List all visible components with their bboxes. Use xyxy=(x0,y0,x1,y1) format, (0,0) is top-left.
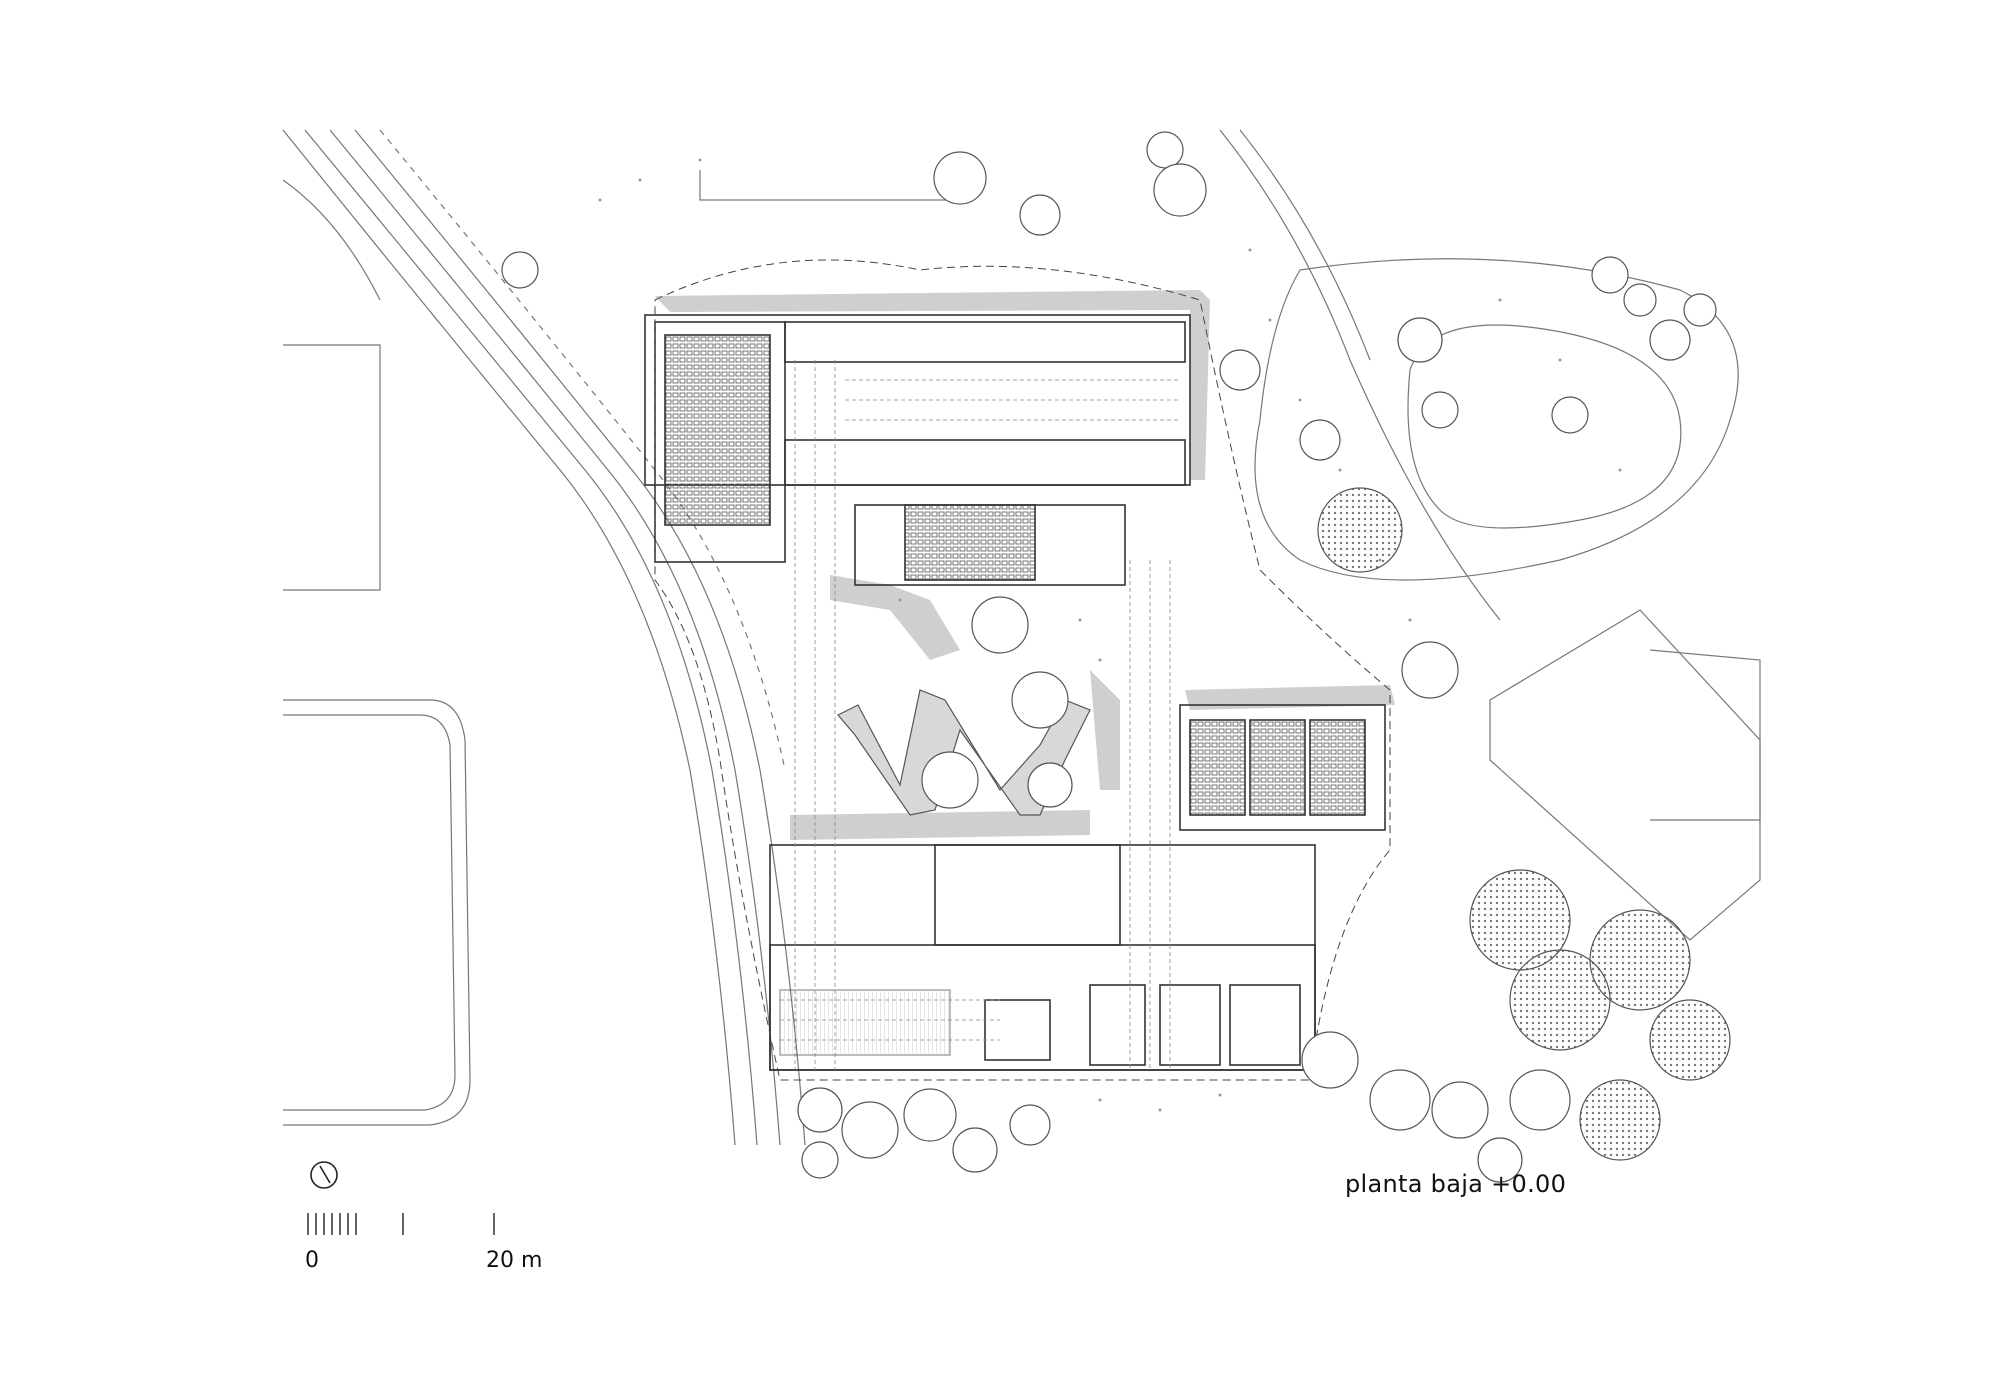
ground-texture xyxy=(598,158,1622,1112)
paving-gray xyxy=(655,290,1395,840)
building-south xyxy=(769,704,1386,1071)
drawing-title: planta baja +0.00 xyxy=(1345,1170,1567,1198)
scale-bar xyxy=(307,1213,495,1235)
scale-start-label: 0 xyxy=(305,1248,319,1273)
zigzag-ramp xyxy=(837,689,1091,816)
trees xyxy=(501,131,1731,1183)
site-boundary xyxy=(654,259,1391,1081)
building-north xyxy=(644,314,1191,586)
structural-grid xyxy=(780,360,1180,1070)
north-arrow-icon xyxy=(310,1161,338,1189)
scale-end-label: 20 m xyxy=(486,1248,543,1273)
